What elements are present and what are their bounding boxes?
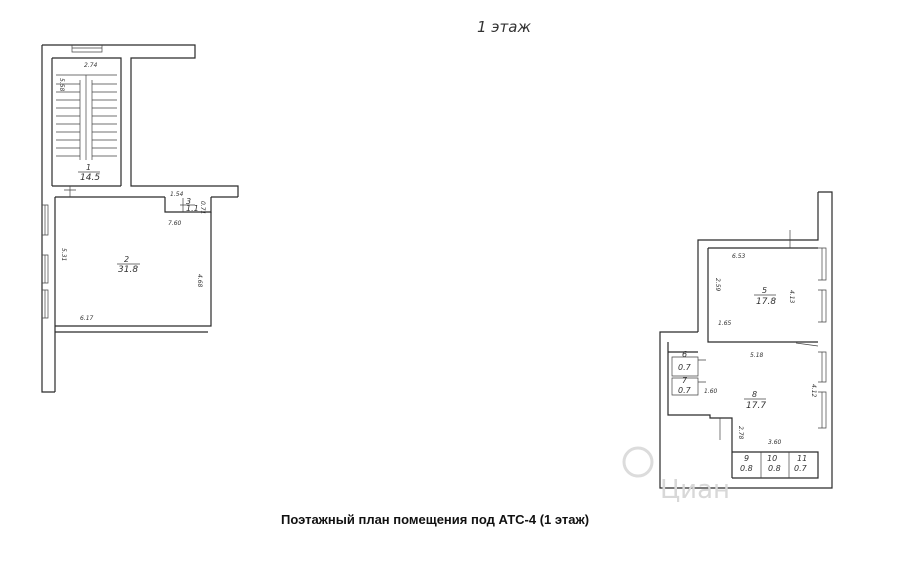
dimension-label: 0.71 [199, 201, 206, 214]
dimension-label: 5.18 [750, 352, 764, 359]
wall-outline [667, 342, 733, 478]
dimension-label: 7.60 [168, 220, 182, 227]
dimension-label: 4.68 [196, 274, 203, 288]
door [698, 359, 706, 383]
room-number: 1 [86, 163, 91, 172]
watermark: Циан [622, 446, 730, 505]
door [789, 230, 819, 347]
room-area: 1.1 [186, 204, 199, 213]
wall-outline [42, 44, 239, 197]
room-number: 10 [767, 454, 777, 463]
wall-outline [164, 197, 212, 213]
dimension-label: 5.31 [60, 248, 67, 261]
small-room [671, 356, 699, 396]
room-area: 0.8 [740, 464, 753, 473]
wall-outline [697, 192, 819, 332]
dimension-label: 3.60 [768, 439, 782, 446]
window [42, 204, 49, 236]
room-number: 2 [124, 255, 129, 264]
room-area: 0.8 [768, 464, 781, 473]
room-number: 7 [682, 376, 688, 385]
window [71, 45, 103, 53]
watermark-text: Циан [660, 475, 730, 505]
dimension-label: 6.17 [80, 315, 94, 322]
dimension-label: 4.12 [810, 384, 817, 398]
wall-outline [55, 212, 212, 327]
plan-caption: Поэтажный план помещения под АТС-4 (1 эт… [280, 512, 590, 527]
partition [760, 452, 790, 478]
dimension-label: 1.65 [718, 320, 732, 327]
wall-outline [707, 248, 818, 343]
room-number: 5 [762, 286, 767, 295]
dimension-label: 2.59 [714, 278, 721, 292]
room-number: 3 [186, 197, 191, 206]
dimension-label: 1.60 [704, 388, 718, 395]
door [180, 198, 195, 212]
room-area: 17.7 [746, 401, 766, 411]
room-area: 0.7 [678, 363, 692, 372]
dimension-label: 2.78 [737, 426, 744, 440]
window [42, 254, 49, 284]
room-number: 9 [744, 454, 749, 463]
wall-outline [659, 191, 833, 489]
floor-title: 1 этаж [477, 18, 531, 36]
room-area: 0.7 [794, 464, 808, 473]
wall-outline [732, 451, 819, 479]
left-block: 2.74 5.58 1 14.5 1.54 3 1.1 0.71 7.60 5.… [41, 44, 239, 393]
door [64, 186, 76, 197]
room-area: 0.7 [678, 386, 692, 395]
dimension-label: 5.58 [58, 78, 65, 92]
room-area: 31.8 [118, 265, 138, 275]
room-number: 8 [752, 390, 757, 399]
window [818, 351, 827, 383]
room-number: 11 [797, 454, 807, 463]
wall-outline [52, 57, 122, 186]
dimension-label: 1.54 [170, 191, 184, 198]
window [818, 289, 827, 323]
room-number: 6 [682, 350, 687, 359]
room-area: 14.5 [80, 173, 100, 183]
wall-outline [41, 45, 55, 393]
right-block: 6.53 2.59 5 17.8 4.13 1.65 5.18 6 0.7 7 … [659, 191, 833, 489]
staircase [56, 74, 117, 160]
room-area: 17.8 [756, 297, 776, 307]
window [818, 247, 827, 281]
dimension-label: 4.13 [788, 290, 795, 304]
dimension-label: 2.74 [84, 62, 98, 69]
window [42, 289, 49, 319]
dimension-label: 6.53 [732, 253, 746, 260]
window [818, 391, 827, 429]
